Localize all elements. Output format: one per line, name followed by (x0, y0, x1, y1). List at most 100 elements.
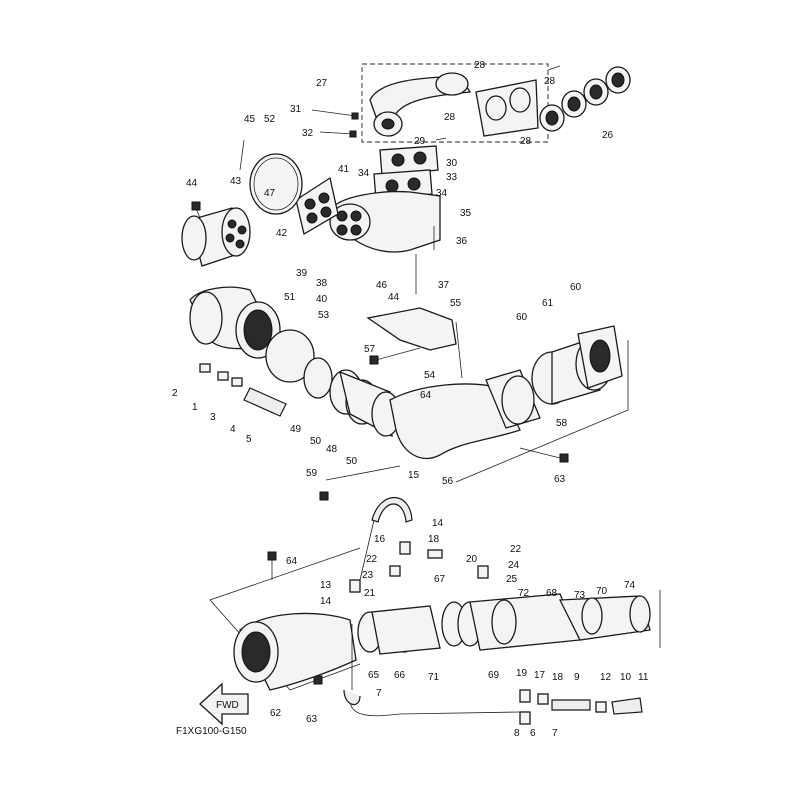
part-label-44b: 44 (388, 292, 400, 303)
part-label-60b: 60 (516, 312, 528, 323)
part-label-12: 12 (600, 672, 612, 683)
part-label-44a: 44 (186, 178, 198, 189)
group-bracket-line (455, 340, 629, 483)
part-label-50a: 50 (310, 436, 322, 447)
exhaust-chamber-35 (329, 190, 441, 253)
muffler-42 (181, 207, 251, 267)
part-label-23: 23 (362, 570, 374, 581)
part-label-74: 74 (624, 580, 636, 591)
part-label-57: 57 (364, 344, 376, 355)
fwd-arrow: FWD (199, 682, 249, 726)
gaskets-26 (539, 66, 631, 132)
part-label-17: 17 (534, 670, 546, 681)
part-label-48: 48 (326, 444, 338, 455)
gasket-60 (577, 325, 623, 389)
part-label-58: 58 (556, 418, 568, 429)
part-label-11: 11 (638, 672, 649, 683)
part-label-47: 47 (264, 188, 276, 199)
part-label-30: 30 (446, 158, 458, 169)
part-label-15: 15 (408, 470, 420, 481)
part-label-40: 40 (316, 294, 328, 305)
part-label-60a: 60 (570, 282, 582, 293)
hose-joint-48-50 (329, 369, 401, 438)
part-label-8: 8 (514, 728, 520, 739)
part-label-26: 26 (602, 130, 614, 141)
clamp-53 (265, 329, 315, 383)
part-label-19: 19 (516, 668, 528, 679)
part-label-22a: 22 (366, 554, 378, 565)
part-label-3: 3 (210, 412, 216, 423)
hoses-65-66 (357, 605, 441, 655)
part-label-35: 35 (460, 208, 472, 219)
part-label-49: 49 (290, 424, 302, 435)
part-label-70: 70 (596, 586, 608, 597)
manifold-group-frame (361, 63, 561, 143)
part-label-5: 5 (246, 434, 252, 445)
part-label-37: 37 (438, 280, 450, 291)
part-label-1: 1 (192, 402, 198, 413)
gasket-41 (295, 176, 339, 236)
hose-15 (349, 496, 521, 717)
part-label-64b: 64 (286, 556, 298, 567)
part-label-28c: 28 (444, 112, 456, 123)
exhaust-pipe-56 (389, 369, 541, 460)
part-label-10: 10 (620, 672, 632, 683)
part-label-36: 36 (456, 236, 468, 247)
part-label-27: 27 (316, 78, 328, 89)
part-label-62: 62 (270, 708, 282, 719)
part-label-61: 61 (542, 298, 554, 309)
part-label-66: 66 (394, 670, 406, 681)
part-label-13: 13 (320, 580, 332, 591)
part-label-46: 46 (376, 280, 388, 291)
part-label-59: 59 (306, 468, 318, 479)
part-label-9: 9 (574, 672, 580, 683)
part-label-68: 68 (546, 588, 558, 599)
part-label-28d: 28 (520, 136, 532, 147)
part-label-25: 25 (506, 574, 518, 585)
part-label-31: 31 (290, 104, 302, 115)
jet-outlet-62 (233, 612, 357, 691)
part-label-64a: 64 (420, 390, 432, 401)
part-label-28a: 28 (474, 60, 486, 71)
part-label-41: 41 (338, 164, 350, 175)
part-label-56: 56 (442, 476, 454, 487)
part-label-4: 4 (230, 424, 236, 435)
part-label-16: 16 (374, 534, 386, 545)
part-label-21: 21 (364, 588, 376, 599)
part-label-33: 33 (446, 172, 458, 183)
part-label-51: 51 (284, 292, 296, 303)
part-label-50b: 50 (346, 456, 358, 467)
part-label-18b: 18 (552, 672, 564, 683)
part-label-38: 38 (316, 278, 328, 289)
part-label-43: 43 (230, 176, 242, 187)
exhaust-manifold (369, 72, 539, 137)
part-label-63b: 63 (306, 714, 318, 725)
part-label-34a: 34 (358, 168, 370, 179)
part-label-6: 6 (530, 728, 536, 739)
ring-49 (303, 357, 333, 399)
muffler-51 (189, 286, 281, 359)
part-label-69: 69 (488, 670, 500, 681)
part-label-63a: 63 (554, 474, 566, 485)
part-label-45: 45 (244, 114, 256, 125)
part-label-20: 20 (466, 554, 478, 565)
part-label-53: 53 (318, 310, 330, 321)
pipe-68-69 (441, 593, 581, 651)
part-label-72: 72 (518, 588, 530, 599)
clamp-52 (249, 153, 303, 215)
part-label-24: 24 (508, 560, 520, 571)
part-label-7b: 7 (552, 728, 558, 739)
part-label-29: 29 (414, 136, 426, 147)
part-label-34b: 34 (436, 188, 448, 199)
part-label-55: 55 (450, 298, 462, 309)
part-label-7a: 7 (376, 688, 382, 699)
part-label-22b: 22 (510, 544, 522, 555)
drain-fittings-1-5 (199, 363, 287, 417)
part-label-73: 73 (574, 590, 586, 601)
part-label-28b: 28 (544, 76, 556, 87)
part-label-65: 65 (368, 670, 380, 681)
part-label-14b: 14 (320, 596, 332, 607)
part-label-52: 52 (264, 114, 276, 125)
fwd-label: FWD (216, 700, 239, 711)
